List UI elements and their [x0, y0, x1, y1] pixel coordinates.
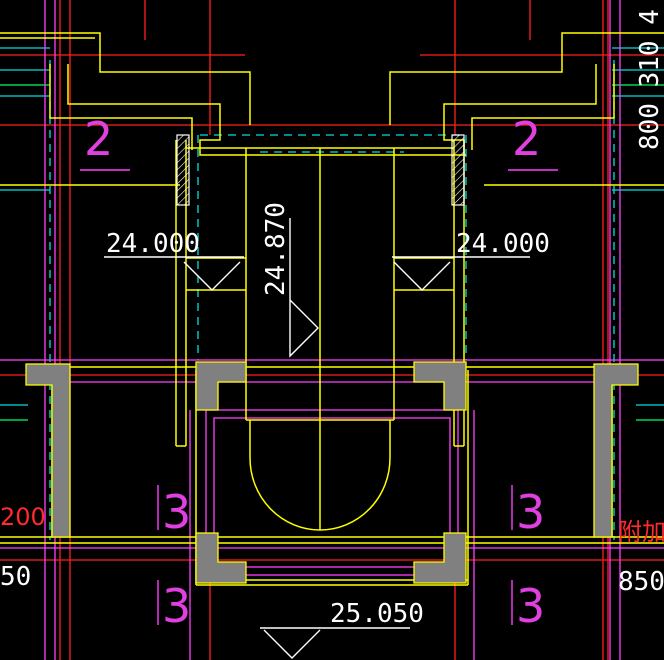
- edge-label-left-low: 50: [0, 562, 31, 592]
- column-center-left: [195, 361, 247, 411]
- section-tag-lower-left-a: 3: [162, 485, 191, 539]
- edge-labels: 200 50 800 310 4 850 附加盘: [0, 9, 664, 597]
- section-tag-upper-left: 2: [84, 112, 113, 166]
- edge-label-right-top: 800 310 4: [635, 9, 664, 150]
- column-center-right: [413, 361, 467, 411]
- column-bottom-left: [195, 532, 247, 584]
- edge-label-right-note: 附加盘: [618, 518, 664, 546]
- section-tag-lower-right-b: 3: [516, 579, 545, 633]
- elevation-markers: [104, 218, 530, 659]
- hatch-left: [176, 134, 190, 206]
- elevation-texts: 24.000 24.000 24.870 25.050: [106, 202, 550, 629]
- section-tag-lower-left-b: 3: [162, 579, 191, 633]
- hatch-right: [451, 134, 465, 206]
- edge-grid-lines: [0, 47, 664, 421]
- section-tags: 2 2 3 3 3 3: [80, 112, 558, 633]
- elevation-bottom: 25.050: [330, 599, 424, 629]
- cyan-dashed-grid: [49, 60, 615, 540]
- hatched-walls: [176, 134, 465, 206]
- section-tag-lower-right-a: 3: [516, 485, 545, 539]
- elevation-right: 24.000: [456, 229, 550, 259]
- elevation-left: 24.000: [106, 229, 200, 259]
- section-tag-upper-right: 2: [512, 112, 541, 166]
- column-bottom-right: [413, 532, 467, 584]
- column-left: [25, 363, 71, 538]
- elevation-stair: 24.870: [261, 202, 291, 296]
- column-right: [593, 363, 639, 538]
- columns: [25, 361, 639, 584]
- edge-label-right-low: 850: [618, 567, 664, 597]
- edge-label-left-mid: 200: [0, 503, 46, 531]
